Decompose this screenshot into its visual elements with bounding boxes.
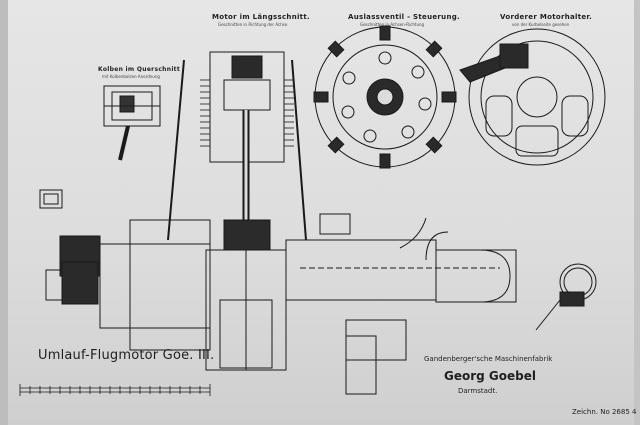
exhaust-valve-control	[313, 25, 457, 169]
exhaust-valve-view-title: Auslassventil - Steuerung.	[348, 13, 460, 21]
longitudinal-view-title: Motor im Längsschnitt.	[212, 13, 310, 21]
right-border-shadow	[634, 0, 640, 425]
piston-view-title: Kolben im Querschnitt	[98, 66, 181, 73]
left-border-shadow	[0, 0, 8, 425]
scale-bar	[19, 384, 211, 396]
front-mount-view-subtitle: von der Kurbelseite gesehen	[512, 22, 570, 27]
detail-ring	[535, 263, 597, 331]
front-mount-view-title: Vorderer Motorhalter.	[500, 13, 593, 21]
drawing-number: Zeichn. No 2685 4	[572, 408, 637, 416]
longitudinal-section	[167, 51, 307, 371]
manufacturer-line: Gandenberger'sche Maschinenfabrik	[424, 355, 553, 363]
company-name: Georg Goebel	[444, 369, 536, 383]
company-city: Darmstadt.	[458, 387, 498, 395]
longitudinal-view-subtitle: Geschnitten in Richtung der Achse	[218, 22, 288, 27]
front-motor-mount	[459, 28, 606, 166]
piston-cross-section	[39, 85, 161, 209]
exhaust-valve-view-subtitle: Geschnitten in Achsen-Richtung	[360, 22, 425, 27]
crankshaft-assembly	[45, 213, 517, 395]
sheet-main-title: Umlauf-Flugmotor Goe. III.	[38, 348, 215, 363]
piston-view-subtitle: mit Kolbenbolzen-Anordnung	[102, 74, 160, 79]
